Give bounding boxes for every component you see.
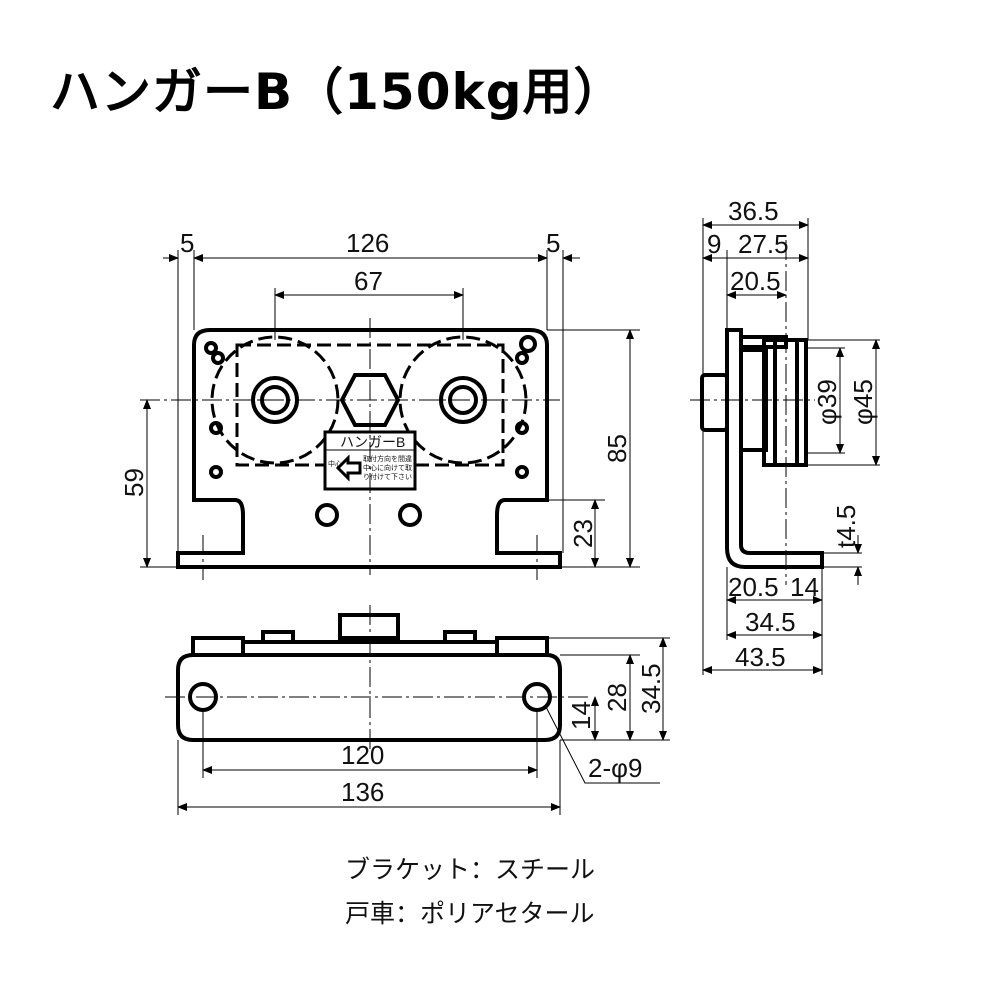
dim-hole-offset: 14 (566, 701, 596, 730)
dim-top-total: 36.5 (728, 196, 779, 226)
label-plate-side: 中心 (328, 459, 342, 468)
label-line-2: 中心に向けて取 (363, 463, 412, 472)
front-view: ハンガーB 中心 取付方向を間違 中心に向けて取 り付けて下さい 5 126 5… (119, 228, 640, 580)
dim-foot-c: 34.5 (745, 607, 796, 637)
label-plate-name: ハンガーB (340, 434, 405, 450)
dim-foot-b: 14 (790, 572, 819, 602)
dim-holes: 2-φ9 (588, 753, 642, 783)
dim-left-margin: 5 (180, 228, 194, 258)
bottom-view: 120 136 2-φ9 14 28 34.5 (165, 605, 670, 815)
label-line-3: り付けて下さい (363, 472, 412, 481)
arrow-left-icon (335, 454, 362, 482)
dim-length: 136 (341, 777, 384, 807)
dim-wheel-inner-dia: φ39 (812, 379, 842, 425)
label-line-1: 取付方向を間違 (363, 454, 412, 463)
dim-top-b: 27.5 (738, 229, 789, 259)
dim-right-margin: 5 (546, 228, 560, 258)
page-title: ハンガーB（150kg用） (50, 63, 625, 121)
dim-wheel-offset: 20.5 (730, 266, 781, 296)
dim-wheel-pitch: 67 (354, 266, 383, 296)
dim-axle-height: 59 (119, 468, 149, 497)
dim-thickness: t4.5 (831, 505, 861, 548)
dim-wheel-outer-dia: φ45 (848, 379, 878, 425)
dim-foot-a: 20.5 (728, 572, 779, 602)
dim-hole-pitch: 120 (341, 740, 384, 770)
dim-leg-height: 23 (568, 519, 598, 548)
wheel-material-note: 戸車：ポリアセタール (345, 899, 595, 928)
dim-width: 126 (346, 228, 389, 258)
dim-foot-total: 43.5 (735, 642, 786, 672)
side-view: 36.5 9 27.5 20.5 φ39 φ45 t4.5 20.5 14 34… (690, 196, 880, 675)
dim-top-a: 9 (707, 229, 721, 259)
bracket-material-note: ブラケット：スチール (345, 855, 596, 884)
dim-depth-total: 34.5 (636, 663, 666, 714)
dim-height-total: 85 (602, 434, 632, 463)
dim-depth-inner: 28 (602, 683, 632, 712)
